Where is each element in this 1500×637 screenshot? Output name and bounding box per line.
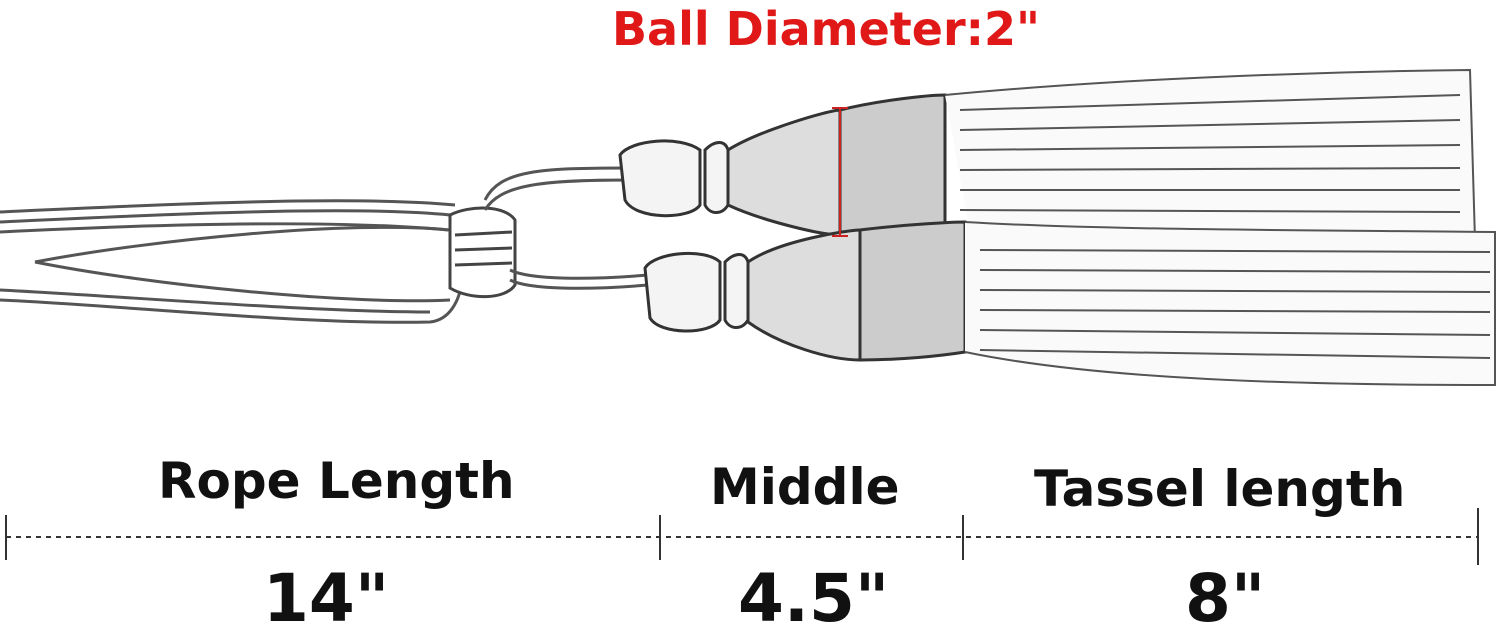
tassel-length-label: Tassel length [1034, 460, 1406, 518]
ball-diameter-marker [832, 107, 848, 237]
lower-tassel-head [643, 220, 967, 362]
cords [483, 166, 649, 290]
tassel-length-value: 8" [1185, 560, 1266, 637]
rope-length-label: Rope Length [158, 452, 515, 510]
rope-length-value: 14" [263, 560, 390, 637]
rope-knot [448, 206, 517, 299]
dimension-line [5, 508, 1479, 565]
upper-tassel-head [618, 93, 947, 237]
middle-label: Middle [710, 458, 900, 516]
ball-diameter-title: Ball Diameter:2" [612, 2, 1041, 56]
rope-loop [0, 199, 464, 324]
tassel-fringe [944, 68, 1496, 387]
middle-value: 4.5" [738, 560, 890, 637]
